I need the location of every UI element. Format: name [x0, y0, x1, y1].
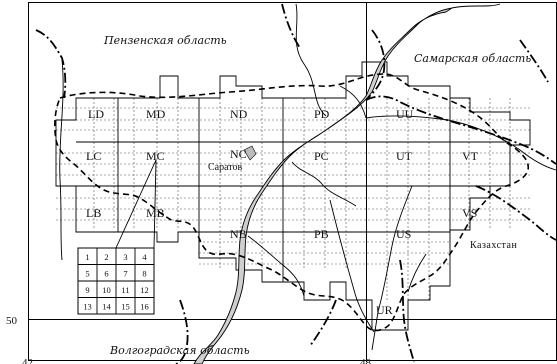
sheet-label: PD: [314, 107, 330, 121]
key-cell: 8: [142, 269, 146, 279]
key-cell: 1: [85, 252, 89, 262]
sheet-labels: LD MD ND PD UU LC MC NC PC UT VT LB MB N…: [86, 107, 479, 317]
city-label: Саратов: [208, 162, 243, 173]
key-cell: 4: [142, 252, 147, 262]
sheet-label: NB: [230, 227, 247, 241]
sheet-label: UU: [396, 107, 414, 121]
region-label-penza: Пензенская область: [103, 34, 227, 47]
sheet-label: ND: [230, 107, 248, 121]
sheet-label: UT: [396, 149, 413, 163]
key-cell: 5: [85, 269, 89, 279]
key-cell: 7: [123, 269, 127, 279]
key-cell: 3: [123, 252, 127, 262]
admin-boundaries: [35, 3, 557, 364]
sheet-label: US: [396, 227, 411, 241]
key-cells: 1 2 3 4 5 6 7 8 9 10 11 12 13 14 15 16: [83, 252, 149, 312]
sheet-label: MC: [146, 149, 165, 163]
key-cell: 15: [121, 302, 130, 312]
sheet-label: PB: [314, 227, 329, 241]
sheet-label: MD: [146, 107, 166, 121]
region-label-volgograd: Волгоградская область: [109, 344, 250, 357]
region-labels: Пензенская область Самарская область Вол…: [103, 34, 531, 357]
key-cell: 10: [102, 285, 111, 295]
sheet-label: PC: [314, 149, 329, 163]
subdivision-key: 1 2 3 4 5 6 7 8 9 10 11 12 13 14 15 16: [77, 159, 157, 315]
sheet-label: MB: [146, 206, 165, 220]
key-cell: 16: [140, 302, 149, 312]
sheet-label: UR: [376, 303, 393, 317]
key-cell: 2: [104, 252, 108, 262]
longitude-label-right: 48: [360, 357, 372, 364]
key-cell: 14: [102, 302, 111, 312]
saratov-city: Саратов: [208, 145, 257, 173]
region-label-samara: Самарская область: [414, 52, 531, 65]
sheet-label: NC: [230, 147, 247, 161]
sheet-label: LB: [86, 206, 101, 220]
sheet-label: LC: [86, 149, 101, 163]
latitude-label: 50: [6, 315, 18, 327]
survey-grid: [56, 98, 530, 300]
longitude-label-left: 42: [22, 357, 33, 364]
volga-river: [193, 3, 501, 364]
coordinate-labels: 42 48 50: [6, 315, 372, 364]
region-label-kazakhstan: Казахстан: [470, 240, 517, 251]
sheet-label: LD: [88, 107, 104, 121]
key-cell: 6: [104, 269, 108, 279]
sheet-label: VT: [462, 149, 479, 163]
sheet-boundaries: [55, 61, 531, 331]
saratov-oblast-boundary: [54, 73, 530, 332]
key-cell: 11: [121, 285, 129, 295]
rivers: [59, 3, 557, 351]
key-cell: 9: [85, 285, 89, 295]
sheet-label: VS: [462, 206, 477, 220]
key-cell: 13: [83, 302, 92, 312]
key-cell: 12: [140, 285, 149, 295]
